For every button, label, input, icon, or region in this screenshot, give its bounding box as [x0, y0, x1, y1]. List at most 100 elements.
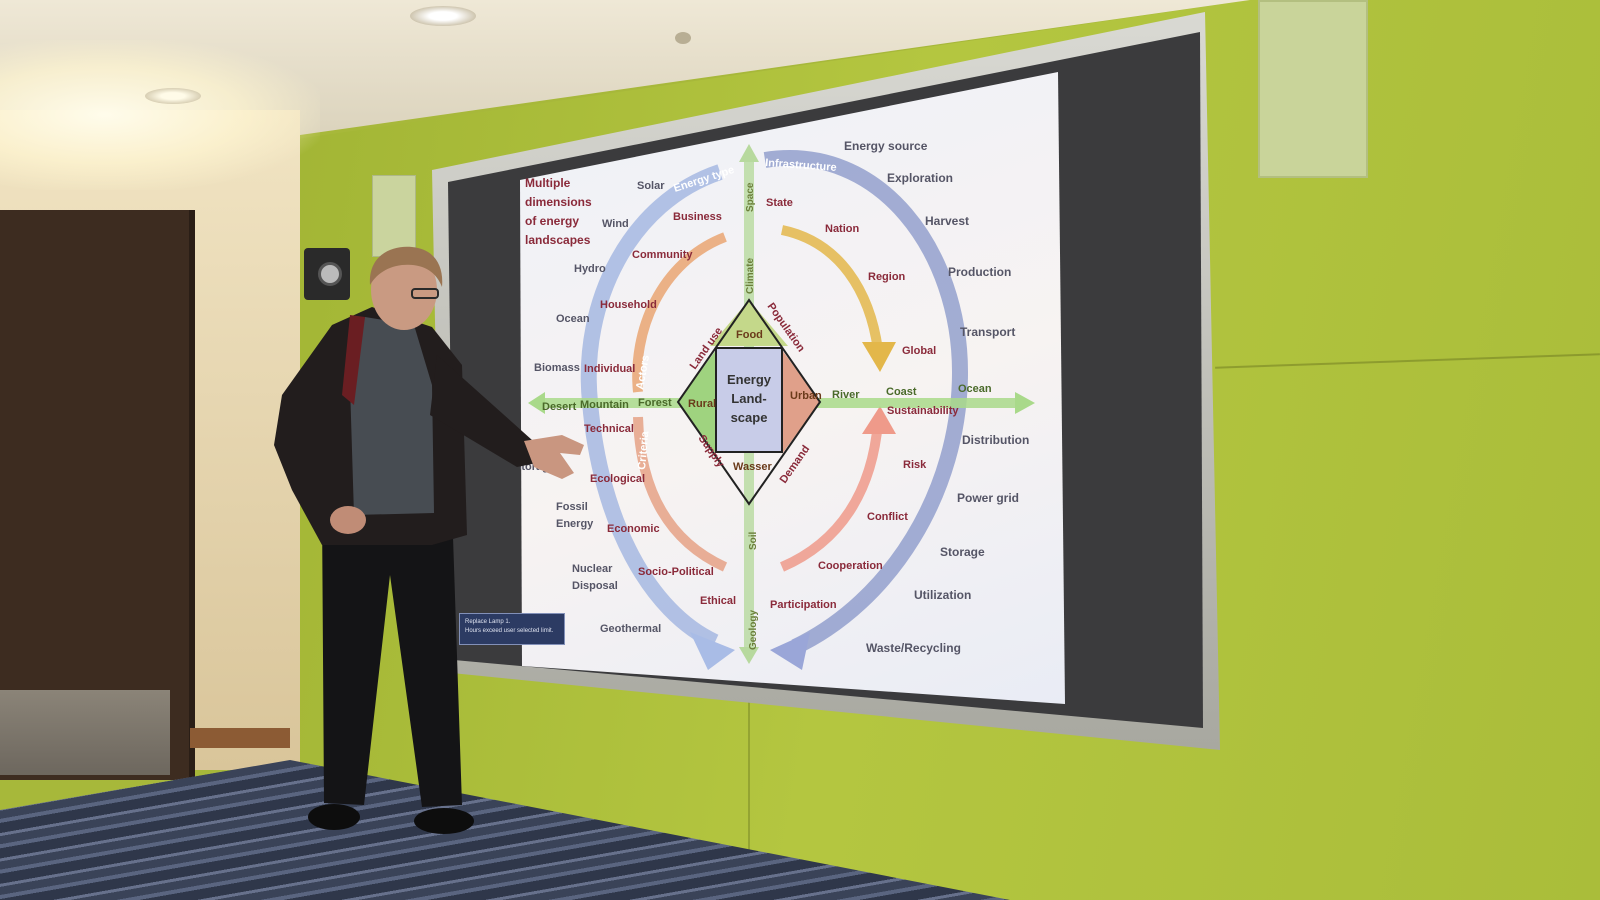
diamond-center-box [715, 347, 783, 453]
criteria-economic: Economic [607, 523, 660, 535]
presenter-collar [342, 315, 365, 405]
actor-individual: Individual [584, 363, 635, 375]
energy-type-biomass: Biomass [534, 362, 580, 374]
infra-utilization: Utilization [914, 588, 971, 602]
axis-label-geology: Geology [748, 610, 759, 650]
ceiling-light-glow [0, 40, 320, 190]
axis-label-soil: Soil [748, 531, 759, 550]
infra-exploration: Exploration [887, 171, 953, 185]
presenter-hair [369, 246, 443, 287]
arc-label-infrastructure: Infrastructure [765, 157, 837, 174]
slide-title-line: dimensions [525, 195, 592, 209]
actor-community: Community [632, 249, 693, 261]
camera-lens-icon [318, 262, 342, 286]
arc-outcome [780, 421, 883, 572]
presenter-shoe [414, 808, 474, 834]
arc-label-actors: Actors [634, 354, 652, 390]
outcome-risk: Risk [903, 459, 927, 471]
diamond-rural [678, 350, 716, 454]
scale-region: Region [868, 271, 906, 283]
slide-title-line: of energy [525, 214, 579, 228]
axis-arrowhead-top [739, 144, 759, 162]
arc-arrowhead [770, 632, 810, 670]
energy-type-nuclear: Nuclear [572, 563, 613, 575]
ceiling-spotlight [145, 88, 201, 104]
energy-type-nuclear: Disposal [572, 580, 618, 592]
infra-energy-source: Energy source [844, 139, 928, 153]
axis-label-space: Space [745, 182, 756, 212]
diamond-label-urban: Urban [790, 390, 822, 402]
arc-arrowhead [690, 632, 735, 670]
diamond-food [710, 300, 788, 346]
arc-actors [632, 232, 727, 393]
axis-label-coast: Coast [886, 386, 917, 398]
arc-criteria [633, 416, 728, 572]
axis-label-desert: Desert [542, 401, 577, 413]
baseboard [190, 728, 290, 748]
energy-type-wind: Wind [602, 218, 629, 230]
energy-type-fossil: Fossil [556, 501, 588, 513]
presenter-hand [330, 506, 366, 534]
outcome-sustainability: Sustainability [887, 405, 959, 417]
energy-type-geothermal: Geothermal [600, 623, 661, 635]
wall-speaker-panel [1258, 0, 1368, 178]
glasses-icon [411, 288, 439, 299]
presenter-head [371, 250, 437, 330]
presenter-figure [274, 246, 584, 834]
scale-global: Global [902, 345, 936, 357]
presenter-hand [524, 435, 584, 479]
arc-label-criteria: Criteria [636, 430, 651, 470]
diamond-label-food: Food [736, 329, 763, 341]
ceiling-sensor [675, 32, 691, 44]
criteria-socio-political: Socio-Political [638, 566, 714, 578]
center-label-line: Energy [727, 372, 772, 387]
wall-panel-seam [748, 690, 750, 900]
energy-type-hydro: Hydro [574, 263, 606, 275]
infra-distribution: Distribution [962, 433, 1029, 447]
arc-infrastructure [763, 150, 969, 655]
outcome-cooperation: Cooperation [818, 560, 883, 572]
axis-label-river: River [832, 389, 860, 401]
scale-nation: Nation [825, 223, 860, 235]
notice-line: Hours exceed user selected limit. [465, 628, 554, 634]
outcome-conflict: Conflict [867, 511, 908, 523]
criteria-ethical: Ethical [700, 595, 736, 607]
infra-waste-recycling: Waste/Recycling [866, 641, 961, 655]
energy-type-fossil: Energy [556, 518, 594, 530]
axis-label-ocean: Ocean [958, 383, 992, 395]
axis-arrowhead-bottom [739, 647, 759, 664]
criteria-ecological: Ecological [590, 473, 645, 485]
diamond-outline [676, 298, 822, 506]
arc-arrowhead [862, 406, 896, 434]
notice-line: Replace Lamp 1. [465, 619, 511, 625]
diamond-label-wasser: Wasser [733, 461, 772, 473]
energy-type-ocean: Ocean [556, 313, 590, 325]
center-label-line: Land- [731, 391, 766, 406]
infra-production: Production [948, 265, 1011, 279]
slide-title-line: landscapes [525, 233, 591, 247]
axis-label-climate: Climate [745, 257, 756, 294]
axis-label-forest: Forest [638, 397, 672, 409]
axis-arrowhead-left [528, 392, 545, 414]
door [0, 210, 195, 780]
presenter-shoe [308, 804, 360, 830]
door-kickplate [0, 690, 170, 775]
infra-transport: Transport [960, 325, 1015, 339]
energy-type-solar: Solar [637, 180, 665, 192]
actor-business: Business [673, 211, 722, 223]
infra-power-grid: Power grid [957, 491, 1019, 505]
center-label-line: scape [731, 410, 768, 425]
arc-arrowhead [862, 342, 896, 372]
arc-label-energy-type: Energy type [672, 164, 736, 195]
infra-harvest: Harvest [925, 214, 969, 228]
presenter-shirt [350, 317, 434, 515]
axis-arrowhead-right [1015, 392, 1035, 414]
projector-lamp-notice: Replace Lamp 1. Hours exceed user select… [459, 613, 565, 645]
actor-household: Household [600, 299, 657, 311]
criteria-technical: Technical [584, 423, 634, 435]
ceiling-spotlight [410, 6, 476, 26]
presenter-trousers [322, 507, 462, 807]
outcome-participation: Participation [770, 599, 837, 611]
slide-title-line: Multiple [525, 176, 571, 190]
diamond-label-rural: Rural [688, 398, 716, 410]
